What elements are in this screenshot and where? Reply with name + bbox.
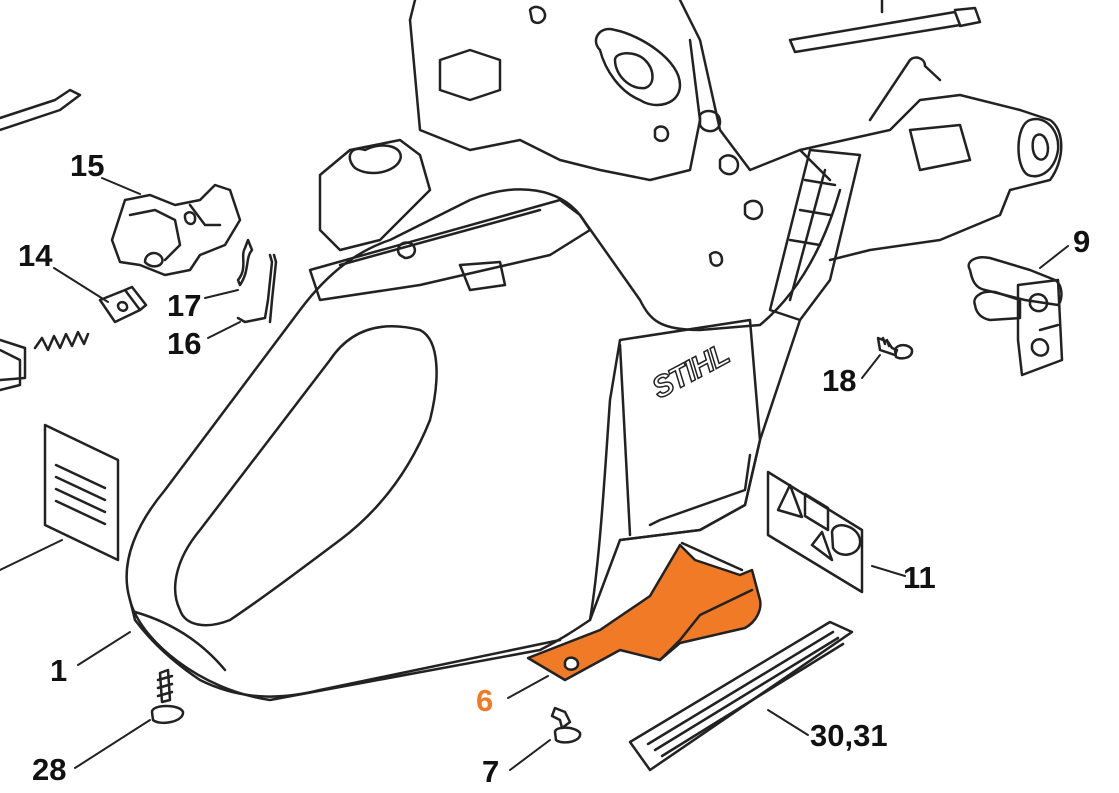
callout-30-31: 30,31 — [810, 718, 888, 753]
part-18-drawing — [876, 336, 914, 360]
decal-left-drawing — [43, 423, 120, 562]
leader-lines — [0, 177, 1069, 771]
part-7-drawing — [550, 706, 582, 744]
callout-11: 11 — [903, 560, 936, 595]
part-11-drawing — [766, 470, 864, 594]
callout-18: 18 — [822, 363, 857, 398]
part-15-drawing — [110, 183, 242, 277]
callout-14: 14 — [18, 238, 53, 273]
part-6-drawing — [526, 541, 762, 682]
callout-15: 15 — [70, 148, 105, 183]
part-14-drawing — [0, 285, 148, 382]
callout-17: 17 — [167, 288, 202, 323]
parts-16-17-drawing — [236, 238, 278, 324]
main-housing — [0, 0, 1063, 702]
callout-9: 9 — [1073, 224, 1091, 259]
part-9-drawing — [967, 256, 1064, 377]
part-28-drawing — [150, 668, 185, 724]
callout-7: 7 — [482, 754, 500, 789]
callout-16: 16 — [167, 326, 202, 361]
callout-6: 6 — [476, 683, 494, 718]
callout-1: 1 — [50, 653, 68, 688]
callout-28: 28 — [32, 752, 67, 787]
part-30-31-drawing — [628, 620, 854, 772]
